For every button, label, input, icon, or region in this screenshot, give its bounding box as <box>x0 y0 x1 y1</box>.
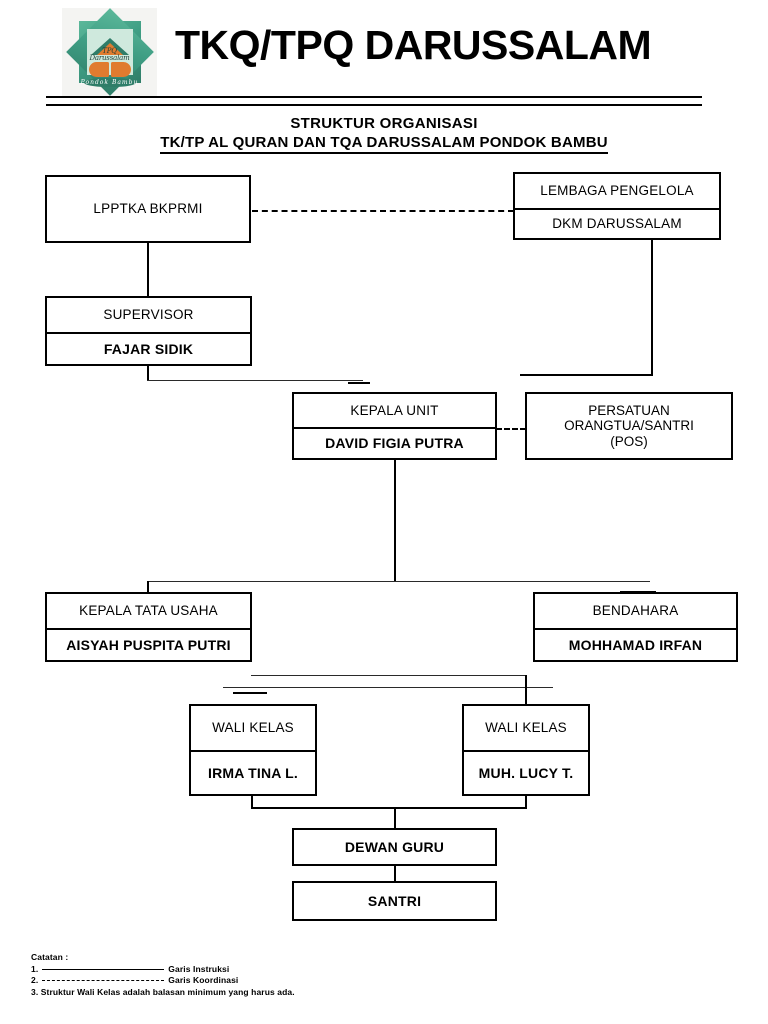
node-kepala-unit-name: DAVID FIGIA PUTRA <box>294 427 495 458</box>
node-tata-usaha-name: AISYAH PUSPITA PUTRI <box>47 628 250 660</box>
connector-wali-kelas-1-down <box>251 795 253 809</box>
connector-wali-bus-upper <box>251 675 526 676</box>
open-book-icon <box>88 62 131 77</box>
node-wali-kelas-1-title: WALI KELAS <box>212 720 294 736</box>
connector-join-dewan-guru <box>394 807 396 829</box>
connector-kepala-unit-stub <box>348 382 370 384</box>
organization-logo: TPQ Darussalam Pondok Bambu <box>62 8 157 96</box>
node-kepala-tata-usaha[interactable]: KEPALA TATA USAHA AISYAH PUSPITA PUTRI <box>45 592 252 662</box>
notes-legend: Catatan : 1. Garis Instruksi 2. Garis Koor… <box>31 952 295 998</box>
node-wali-kelas-1-name: IRMA TINA L. <box>191 750 315 794</box>
logo-script-line1: TPQ <box>102 47 117 55</box>
header-divider <box>46 96 702 106</box>
connector-wali-bus-drop <box>525 675 527 707</box>
connector-bus-to-tata-usaha <box>147 581 149 593</box>
brand-title: TKQ/TPQ DARUSSALAM <box>175 22 652 68</box>
connector-supervisor-right <box>147 380 363 381</box>
dashed-line-sample <box>42 980 165 981</box>
connector-dewan-guru-santri <box>394 866 396 882</box>
node-persatuan-orangtua-santri[interactable]: PERSATUAN ORANGTUA/SANTRI (POS) <box>525 392 733 460</box>
chart-title-line1: STRUKTUR ORGANISASI <box>290 115 478 132</box>
notes-item-1-label: Garis Instruksi <box>168 963 230 974</box>
ribbon-icon <box>83 78 136 87</box>
notes-item-2-number: 2. <box>31 975 39 985</box>
node-lpptka[interactable]: LPPTKA BKPRMI <box>45 175 251 243</box>
page-header: TPQ Darussalam Pondok Bambu TKQ/TPQ DARU… <box>0 0 768 106</box>
notes-heading: Catatan : <box>31 952 69 962</box>
node-santri-title: SANTRI <box>367 892 422 909</box>
connector-kepala-unit-pos-dashed <box>496 428 526 430</box>
connector-dkm-left <box>520 374 653 376</box>
notes-item-2-label: Garis Koordinasi <box>168 975 239 985</box>
node-lembaga-name: DKM DARUSSALAM <box>515 208 719 238</box>
node-wali-kelas-2[interactable]: WALI KELAS MUH. LUCY T. <box>462 704 590 796</box>
connector-wali-kelas-2-down <box>525 795 527 809</box>
logo-ribbon-label: Pondok Bambu <box>80 79 139 86</box>
connector-wali-bus-lower <box>223 687 553 688</box>
connector-wali-join <box>251 807 527 809</box>
node-supervisor-name: FAJAR SIDIK <box>47 332 250 364</box>
mosque-roof-inner-icon <box>96 43 123 55</box>
connector-supervisor-down <box>147 365 149 381</box>
node-dewan-guru-title: DEWAN GURU <box>344 838 445 855</box>
node-tata-usaha-title: KEPALA TATA USAHA <box>79 603 218 619</box>
connector-lpptka-supervisor <box>147 243 149 297</box>
connector-wali-kelas-1-stub <box>233 692 267 694</box>
connector-main-bus <box>147 581 650 582</box>
node-pos-text: PERSATUAN ORANGTUA/SANTRI (POS) <box>527 394 731 458</box>
node-supervisor[interactable]: SUPERVISOR FAJAR SIDIK <box>45 296 252 366</box>
notes-item-1: 1. Garis Instruksi <box>31 964 295 976</box>
node-wali-kelas-2-title: WALI KELAS <box>485 720 567 736</box>
notes-item-1-number: 1. <box>31 963 39 974</box>
node-wali-kelas-2-name: MUH. LUCY T. <box>464 750 588 794</box>
notes-item-2: 2. Garis Koordinasi <box>31 975 295 987</box>
star-icon: TPQ Darussalam Pondok Bambu <box>65 8 154 96</box>
node-pos-line2: ORANGTUA/SANTRI <box>564 418 694 434</box>
solid-line-sample <box>42 968 165 970</box>
node-pos-line1: PERSATUAN <box>588 402 670 418</box>
node-lembaga-pengelola[interactable]: LEMBAGA PENGELOLA DKM DARUSSALAM <box>513 172 721 240</box>
chart-title-line2-text: TK/TP AL QURAN DAN TQA DARUSSALAM PONDOK… <box>160 134 608 154</box>
node-bendahara[interactable]: BENDAHARA MOHHAMAD IRFAN <box>533 592 738 662</box>
connector-lpptka-lembaga-dashed <box>252 210 514 212</box>
node-lembaga-title: LEMBAGA PENGELOLA <box>540 183 694 199</box>
node-kepala-unit-title: KEPALA UNIT <box>350 402 439 418</box>
logo-script-line2: Darussalam <box>89 54 130 62</box>
node-pos-line3: (POS) <box>610 433 648 449</box>
node-wali-kelas-1[interactable]: WALI KELAS IRMA TINA L. <box>189 704 317 796</box>
node-bendahara-name: MOHHAMAD IRFAN <box>535 628 736 660</box>
chart-title-line2: TK/TP AL QURAN DAN TQA DARUSSALAM PONDOK… <box>0 134 768 154</box>
node-supervisor-title: SUPERVISOR <box>103 307 194 323</box>
connector-kepala-unit-down <box>394 458 396 582</box>
node-dewan-guru[interactable]: DEWAN GURU <box>292 828 497 866</box>
node-lpptka-title: LPPTKA BKPRMI <box>93 201 203 217</box>
node-kepala-unit[interactable]: KEPALA UNIT DAVID FIGIA PUTRA <box>292 392 497 460</box>
connector-dkm-down <box>651 240 653 375</box>
node-bendahara-title: BENDAHARA <box>592 603 679 619</box>
node-santri[interactable]: SANTRI <box>292 881 497 921</box>
notes-item-3: 3. Struktur Wali Kelas adalah balasan mi… <box>31 986 295 997</box>
